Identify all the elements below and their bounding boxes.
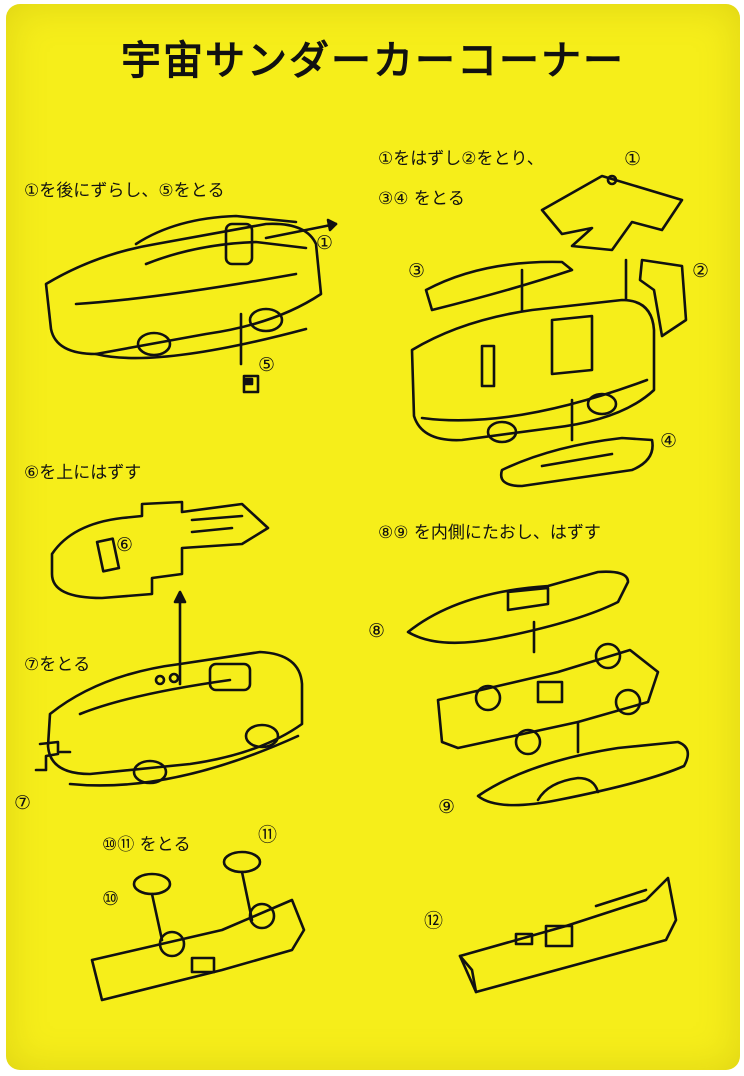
step-text-5: ⑧⑨ を内側にたおし、はずす: [378, 523, 601, 543]
car-step4-illustration: [34, 590, 304, 787]
page-title: 宇宙サンダーカーコーナー: [121, 38, 625, 84]
step-text-3: ⑥を上にはずす: [24, 463, 142, 483]
part-label-6: ⑥: [116, 534, 134, 556]
part-label-11: ⑪: [258, 824, 278, 846]
part-label-5: ⑤: [258, 354, 276, 376]
part6-illustration: [50, 500, 270, 600]
car-step2-illustration: [410, 174, 688, 488]
part-label-7: ⑦: [14, 792, 32, 814]
part-label-10: ⑩: [102, 888, 120, 910]
part-label-2: ②: [692, 260, 710, 282]
part-label-1a: ①: [316, 232, 334, 254]
step-text-2b: ③④ をとる: [378, 189, 465, 209]
part-label-4: ④: [660, 430, 678, 452]
step-text-2a: ①をはずし②をとり、: [378, 149, 544, 169]
part-label-9: ⑨: [438, 796, 456, 818]
part-label-3: ③: [408, 260, 426, 282]
part-label-12: ⑫: [424, 910, 444, 932]
car-step1-illustration: [44, 214, 338, 394]
step-text-6: ⑩⑪ をとる: [102, 835, 191, 855]
car-step5-illustration: [406, 570, 690, 807]
step-text-4: ⑦をとる: [24, 655, 91, 675]
step-text-1: ①を後にずらし、⑤をとる: [24, 181, 225, 201]
instruction-card: 宇宙サンダーカーコーナー ①を後にずらし、⑤をとる ①をはずし②をとり、 ③④ …: [6, 4, 740, 1070]
part-label-8: ⑧: [368, 620, 386, 642]
axle-step6-illustration: [90, 850, 306, 1002]
chassis-step7-illustration: [458, 876, 678, 994]
part-label-1b: ①: [624, 148, 642, 170]
